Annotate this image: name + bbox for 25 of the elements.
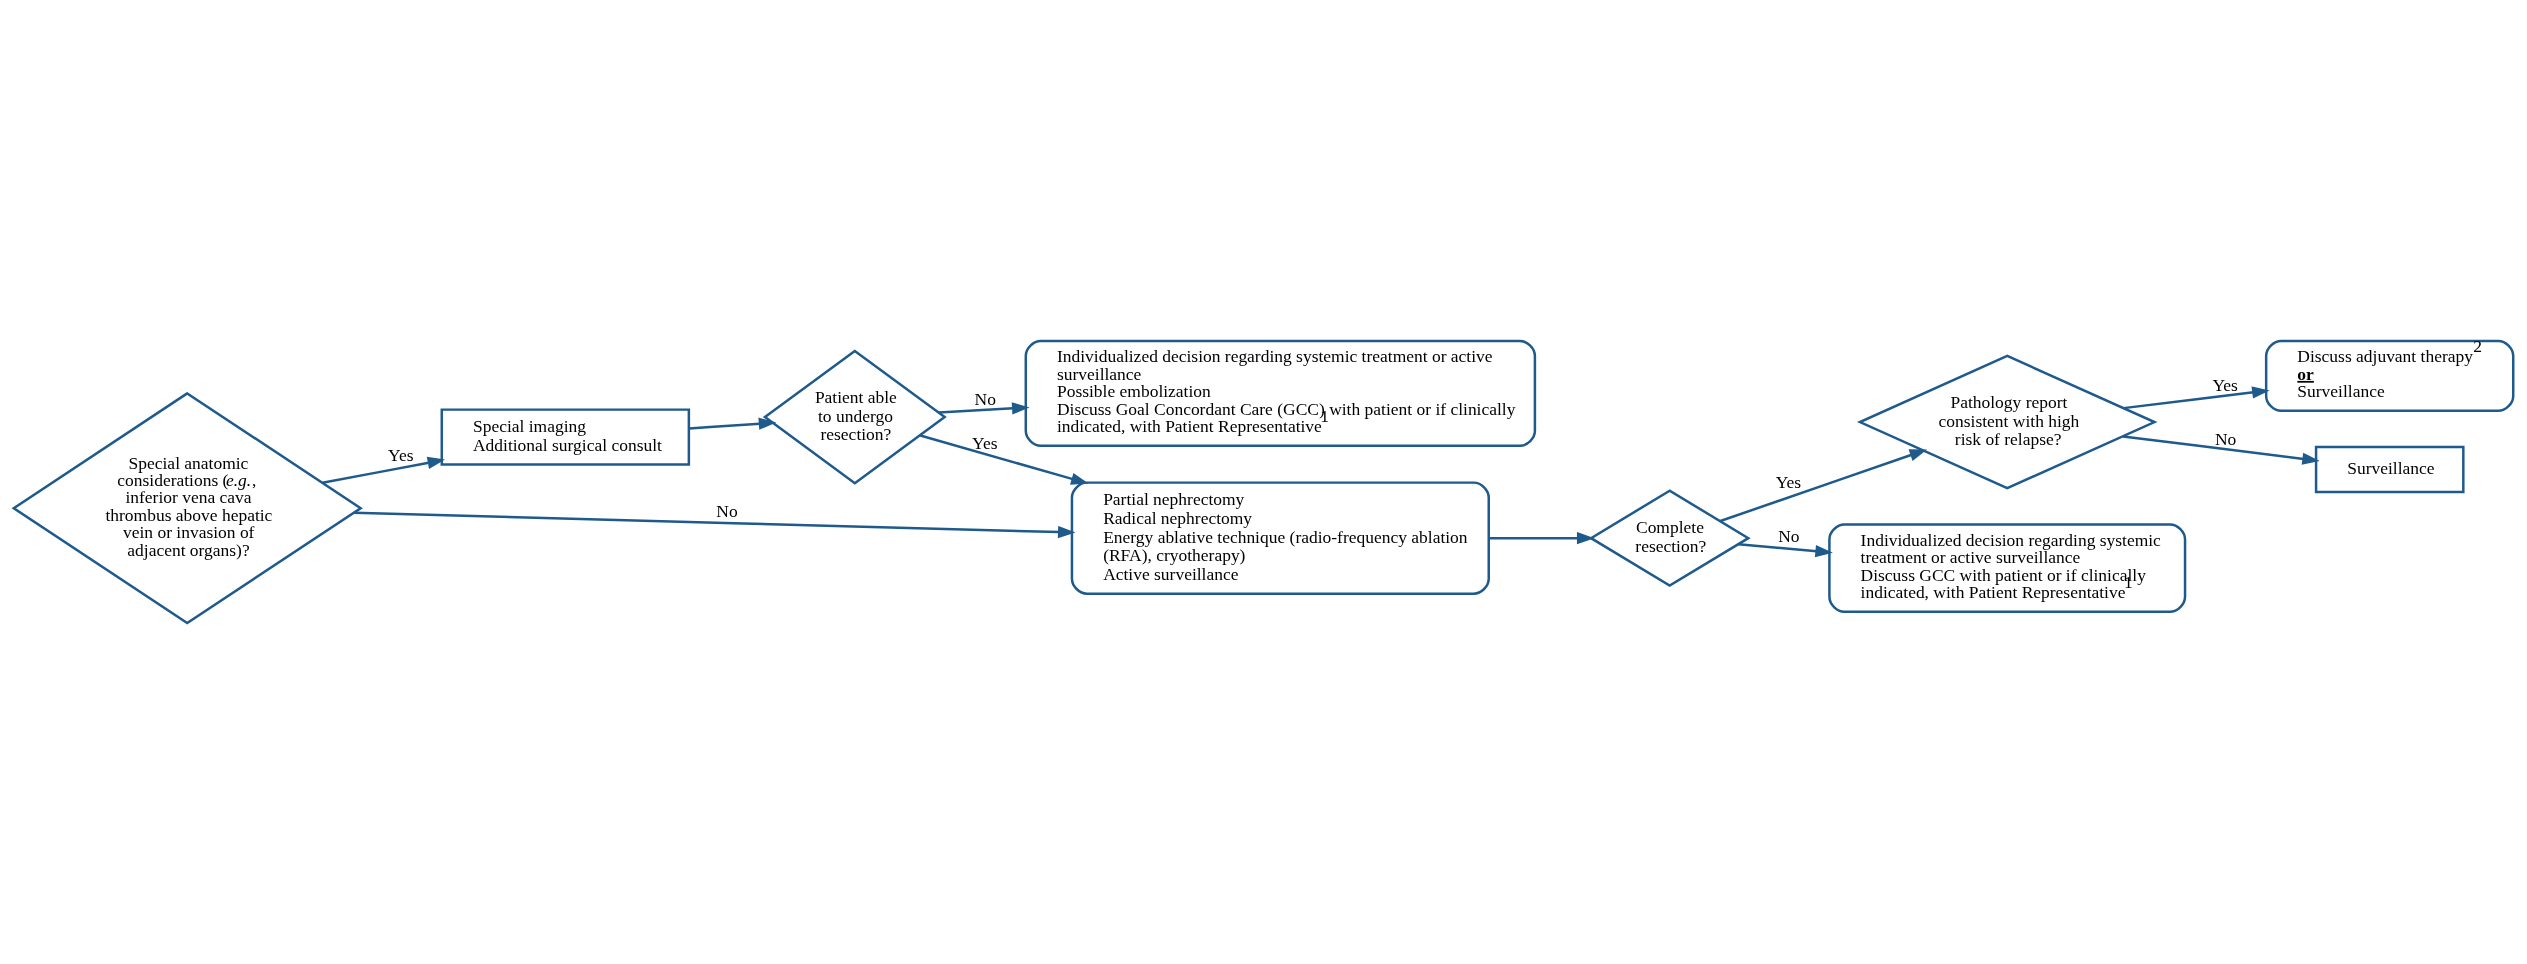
node-box: Surveillance [2314, 445, 2465, 494]
node-diamond: Pathology report consistent with high risk of relapse? [1856, 354, 2158, 490]
arrow [1738, 542, 1833, 558]
edge-label: No [2215, 428, 2237, 449]
arrow [1719, 449, 1928, 523]
edge-label: Yes [388, 445, 414, 466]
arrow [1489, 532, 1595, 545]
node-diamond: Patient able to undergo resection? [762, 349, 947, 485]
arrow [2123, 386, 2270, 410]
node-diamond: Complete resection? [1588, 489, 1751, 588]
arrow [689, 417, 777, 430]
arrow [354, 511, 1076, 539]
arrow [938, 402, 1030, 415]
node-diamond: Special anatomic considerations (e.g., inferior vena cava thrombus above hepatic vein or invasion of adjacent organs)? [11, 391, 363, 625]
node-box: Special imaging Additional surgical consult [440, 408, 691, 466]
arrow [322, 456, 446, 485]
edge-label: No [716, 501, 738, 522]
edge-label: No [1778, 526, 1800, 547]
edge-label: No [974, 388, 996, 409]
edge-label: Yes [972, 432, 998, 453]
edge-label: Yes [1775, 472, 1802, 493]
arrow [2122, 435, 2320, 465]
arrow [920, 434, 1089, 485]
node-box: Partial nephrectomy Radical nephrectomy Energy ablative technique (radio-frequency ablation (RFA), cryotherapy) Active surveillance [1070, 481, 1490, 595]
edge-label: Yes [2212, 375, 2238, 396]
